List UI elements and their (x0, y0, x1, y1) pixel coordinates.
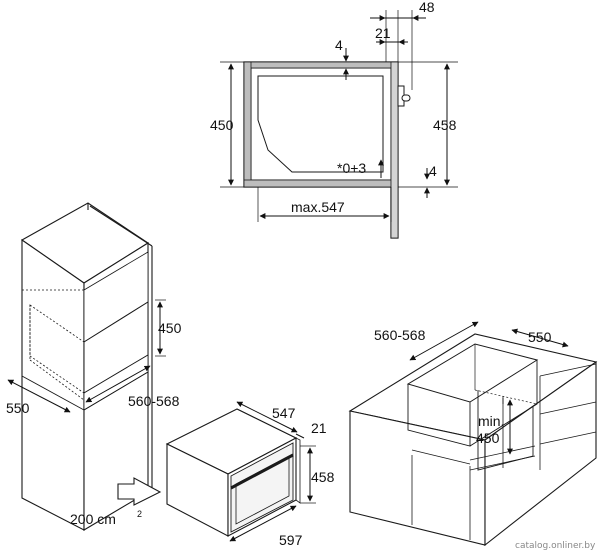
airflow-indicator: 200 cm 2 (70, 477, 162, 527)
wall-shading-top (243, 61, 399, 69)
label-4-bottom: 4 (429, 163, 437, 179)
airflow-arrow-icon (117, 477, 162, 506)
dim-line-column-550 (7, 379, 71, 413)
label-48: 48 (419, 0, 435, 15)
appliance-profile (257, 75, 384, 173)
cross-section-drawing: 48 21 4 450 458 *0+3 4 max.547 (210, 0, 458, 239)
watermark: catalog.onliner.by (515, 541, 596, 550)
label-4-top: 4 (335, 37, 343, 53)
dim-line-appliance-547 (236, 401, 298, 433)
appliance-drawing (165, 408, 301, 537)
dim-line-counter-550 (511, 328, 569, 348)
label-0-3: *0+3 (337, 160, 366, 176)
dim-line-counter-560-568 (409, 321, 479, 361)
counter-cabinet-dimensions: 560-568 550 min. 450 (374, 321, 569, 455)
label-appliance-21: 21 (311, 420, 327, 436)
label-column-560-568: 560-568 (128, 393, 180, 409)
airflow-superscript: 2 (137, 509, 142, 519)
label-counter-450: 450 (476, 430, 500, 446)
label-appliance-547: 547 (272, 405, 296, 421)
label-counter-550: 550 (528, 329, 552, 345)
column-cabinet-dimensions: 450 550 560-568 (6, 299, 182, 416)
door-handle-knob (401, 94, 411, 102)
airflow-label: 200 cm (70, 511, 116, 527)
column-cabinet-drawing (20, 202, 153, 531)
label-450: 450 (210, 117, 234, 133)
front-panel (390, 61, 399, 239)
label-column-550: 550 (6, 400, 30, 416)
label-21: 21 (375, 25, 391, 41)
label-counter-min: min. (478, 413, 504, 429)
counter-cabinet-drawing (348, 333, 598, 547)
wall-shading-left (243, 61, 252, 188)
dim-line-appliance-597 (229, 505, 297, 542)
label-458: 458 (433, 117, 457, 133)
label-max547: max.547 (291, 199, 345, 215)
wall-shading-bottom (243, 179, 395, 188)
dim-line-appliance-21 (295, 433, 305, 439)
cabinet-inner (250, 67, 392, 181)
label-appliance-597: 597 (279, 532, 303, 548)
dim-line-column-560-568 (85, 365, 151, 403)
label-column-450: 450 (158, 320, 182, 336)
label-counter-560-568: 560-568 (374, 327, 426, 343)
appliance-dimensions: 547 21 458 597 (229, 401, 335, 548)
label-appliance-458: 458 (311, 469, 335, 485)
